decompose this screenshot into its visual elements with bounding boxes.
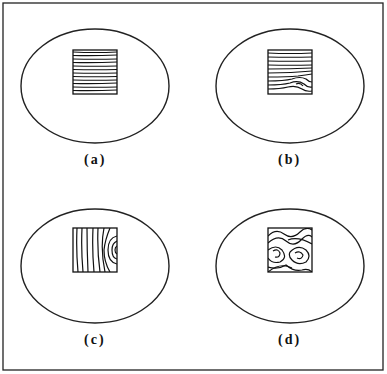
- vertical-grain: [77, 228, 117, 272]
- sample-square: [73, 228, 117, 272]
- lens-circle: [21, 29, 169, 143]
- figure-label: (a): [84, 153, 106, 167]
- sample-square: [73, 50, 117, 94]
- lens-circle: [216, 29, 364, 143]
- sample-square: [268, 228, 312, 272]
- figure-label: (b): [278, 153, 301, 167]
- lens-circle: [21, 209, 169, 323]
- lens-circle: [216, 209, 364, 323]
- rift-sawn-grain: [268, 53, 312, 91]
- sample-square: [268, 50, 312, 94]
- quarter-sawn-grain: [73, 52, 117, 91]
- figured-grain: [268, 228, 312, 272]
- figure-label: (d): [278, 333, 301, 347]
- figure-label: (c): [84, 333, 106, 347]
- frame: [3, 3, 383, 370]
